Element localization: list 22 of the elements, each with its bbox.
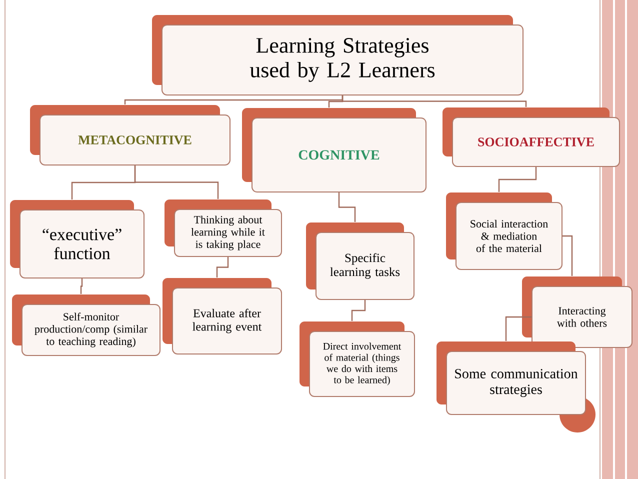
connector-line <box>351 300 366 321</box>
text-box: Learning Strategies used by L2 Learners <box>152 15 524 96</box>
text-box: SOCIOAFFECTIVE <box>442 108 620 167</box>
text-box: COGNITIVE <box>242 108 426 192</box>
text-box: Direct involvement of material (things we do with items to be learned) <box>300 322 415 397</box>
connector-line <box>338 192 356 222</box>
connector-line <box>134 166 219 199</box>
text-box: Some communication strategies <box>436 342 586 415</box>
connector-line <box>342 96 527 107</box>
text-box: Social interaction & mediation of the material <box>446 192 562 270</box>
connector-line <box>562 235 573 276</box>
connector-line <box>216 256 229 278</box>
text-box: Interacting with others <box>522 276 632 348</box>
text-box: “executive” function <box>10 200 144 278</box>
text-box: Thinking about learning while it is taking place <box>164 200 282 257</box>
connector-line <box>498 167 537 192</box>
connector-line <box>505 316 532 341</box>
text-box: Evaluate after learning event <box>162 278 282 354</box>
text-box: Specific learning tasks <box>306 222 414 300</box>
text-box: METACOGNITIVE <box>30 105 230 166</box>
connector-line <box>80 278 83 294</box>
text-box: Self-monitor production/comp (similar to teaching reading) <box>12 294 160 356</box>
